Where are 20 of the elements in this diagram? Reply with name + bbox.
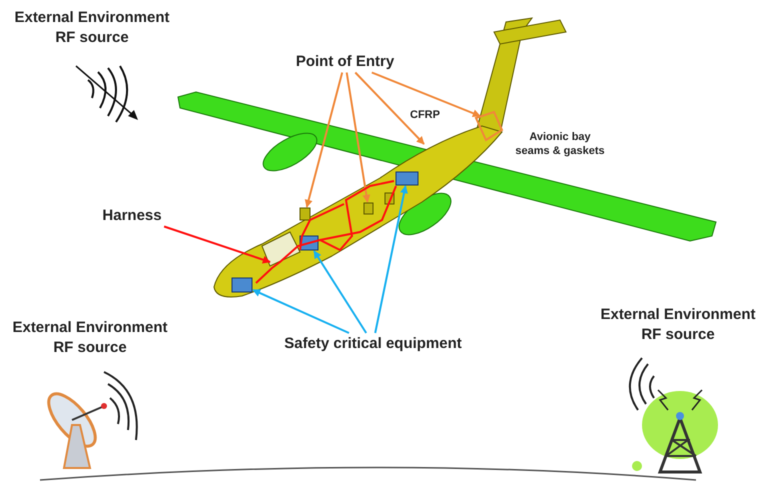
leader-arrow: [374, 185, 408, 334]
callout-label: Safety critical equipment: [263, 334, 483, 354]
leader-arrow: [304, 72, 344, 208]
harness-cable: [255, 180, 397, 284]
leader-arrow: [313, 250, 368, 334]
source-label: External Environment RF source: [11, 318, 169, 357]
leader-arrow: [354, 72, 425, 145]
source-label: External Environment RF source: [599, 305, 757, 344]
part-label: Avionic bay seams & gaskets: [514, 130, 606, 159]
part-label: CFRP: [409, 108, 441, 122]
source-label: External Environment RF source: [13, 8, 171, 47]
callout-label: Harness: [87, 206, 177, 226]
bay-outline: [474, 110, 504, 142]
equipment-box: [396, 172, 418, 186]
leader-arrow: [371, 72, 481, 118]
leader-arrow: [252, 288, 350, 334]
equipment-box: [232, 278, 252, 292]
callout-label: Point of Entry: [275, 52, 415, 72]
leader-arrow: [164, 226, 271, 264]
leader-arrow: [346, 72, 370, 203]
